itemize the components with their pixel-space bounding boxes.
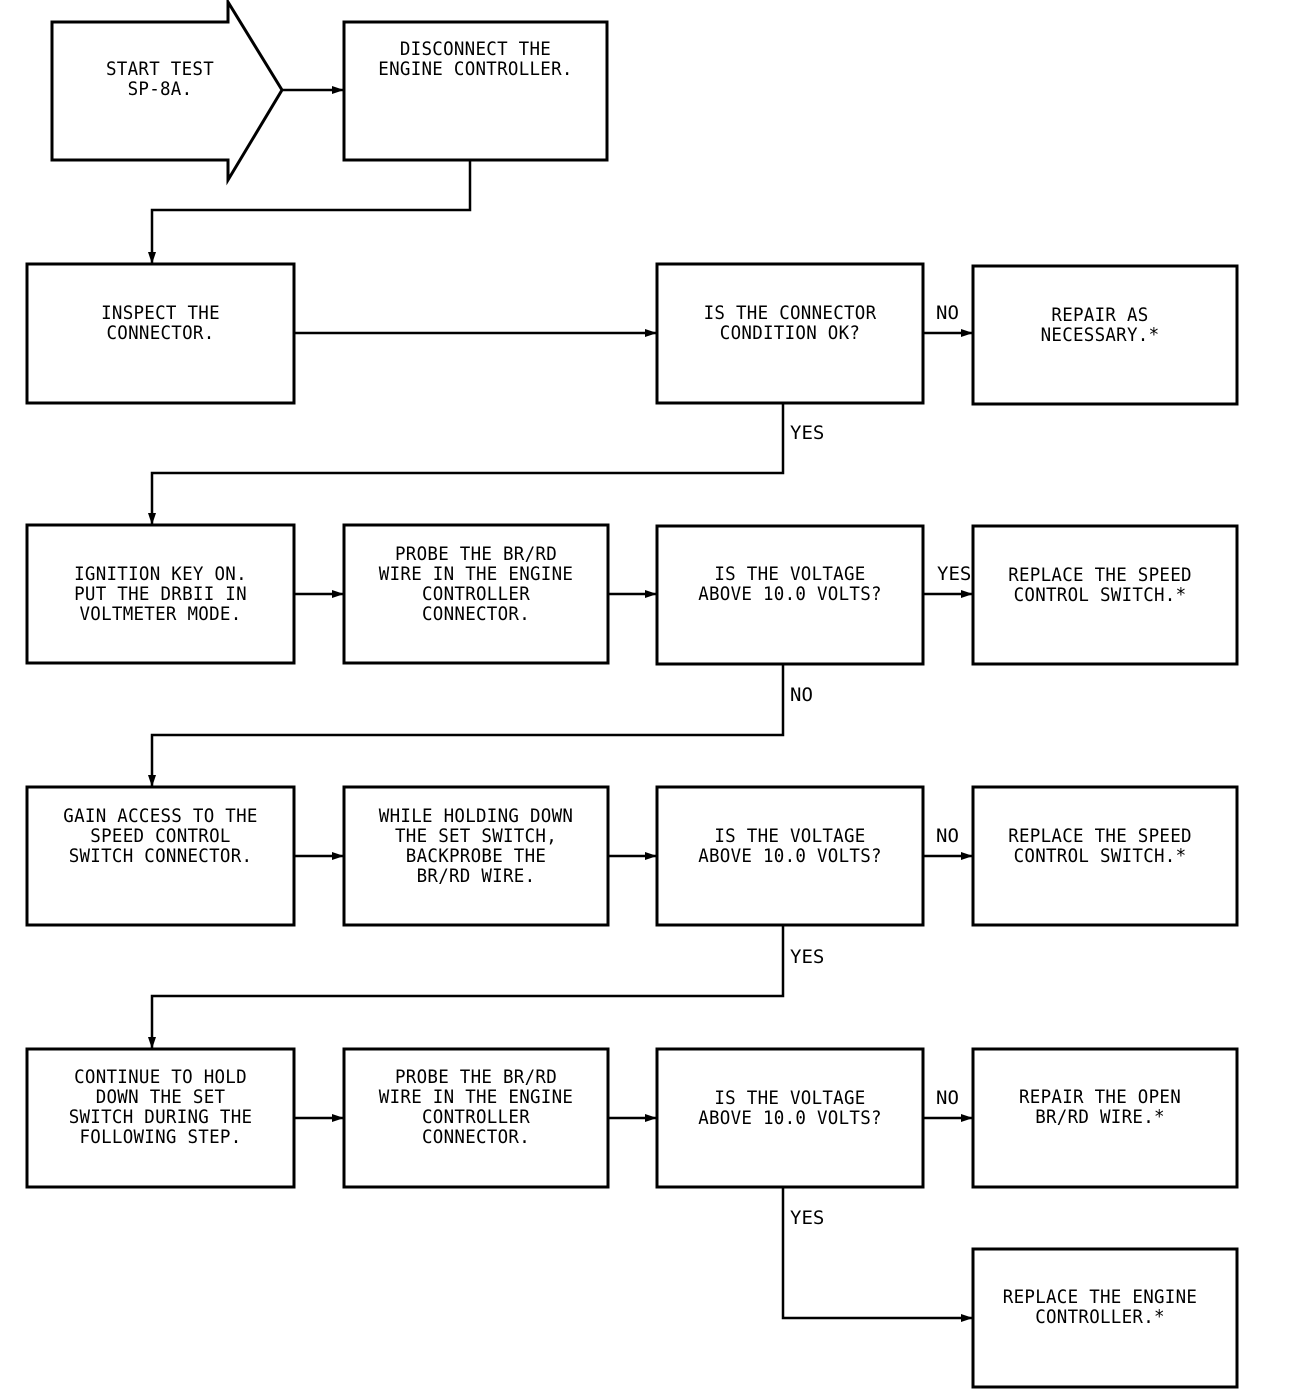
box-probe2: [342, 1047, 610, 1189]
node-inspect: INSPECT THE CONNECTOR.: [101, 302, 220, 344]
node-q-connector: IS THE CONNECTOR CONDITION OK?: [703, 302, 877, 344]
box-q-connector: [655, 262, 925, 405]
edge-label-q4-no: NO: [936, 1087, 959, 1109]
edge-label-q2-yes: YES: [937, 563, 972, 585]
edge-q-voltage2-yes: [148, 925, 785, 1049]
node-ignition: IGNITION KEY ON. PUT THE DRBII IN VOLTME…: [74, 563, 247, 625]
node-probe1: PROBE THE BR/RD WIRE IN THE ENGINE CONTR…: [378, 543, 574, 625]
start-arrow-shape: [50, 0, 284, 186]
edge-label-q4-yes: YES: [790, 1207, 825, 1229]
box-ignition: [25, 523, 296, 665]
edge-label-q1-no: NO: [936, 302, 959, 324]
box-replace-controller: [971, 1247, 1239, 1389]
box-inspect: [25, 262, 296, 405]
node-replace-controller: REPLACE THE ENGINE CONTROLLER.*: [1002, 1286, 1198, 1328]
edge-q-connector-yes: [148, 403, 785, 525]
node-q-voltage2: IS THE VOLTAGE ABOVE 10.0 VOLTS?: [698, 825, 882, 867]
edge-label-q3-yes: YES: [790, 946, 825, 968]
node-disconnect: DISCONNECT THE ENGINE CONTROLLER.: [378, 38, 573, 80]
edge-label-q1-yes: YES: [790, 422, 825, 444]
box-q-voltage3: [655, 1047, 925, 1189]
box-repair-open: [971, 1047, 1239, 1189]
node-while-holding: WHILE HOLDING DOWN THE SET SWITCH, BACKP…: [378, 805, 574, 887]
box-replace-switch1: [971, 524, 1239, 666]
node-gain-access: GAIN ACCESS TO THE SPEED CONTROL SWITCH …: [63, 805, 258, 867]
node-replace-switch2: REPLACE THE SPEED CONTROL SWITCH.*: [1008, 825, 1192, 867]
edge-disconnect-to-inspect: [148, 160, 472, 264]
edge-label-q3-no: NO: [936, 825, 959, 847]
box-continue-hold: [25, 1047, 296, 1189]
edge-q-voltage3-yes: [781, 1187, 973, 1322]
box-q-voltage1: [655, 524, 925, 666]
edge-q-voltage1-no: [148, 664, 785, 787]
edge-label-q2-no: NO: [790, 684, 813, 706]
box-disconnect: [342, 20, 609, 162]
node-q-voltage1: IS THE VOLTAGE ABOVE 10.0 VOLTS?: [698, 563, 882, 605]
node-probe2: PROBE THE BR/RD WIRE IN THE ENGINE CONTR…: [378, 1066, 574, 1148]
box-repair-necessary: [971, 264, 1239, 406]
node-q-voltage3: IS THE VOLTAGE ABOVE 10.0 VOLTS?: [698, 1087, 882, 1129]
node-start: START TEST SP-8A.: [105, 58, 214, 100]
box-replace-switch2: [971, 785, 1239, 927]
box-while-holding: [342, 785, 610, 927]
node-repair-open: REPAIR THE OPEN BR/RD WIRE.*: [1018, 1086, 1182, 1128]
node-continue-hold: CONTINUE TO HOLD DOWN THE SET SWITCH DUR…: [68, 1066, 253, 1148]
box-probe1: [342, 523, 610, 665]
node-repair-necessary: REPAIR AS NECESSARY.*: [1040, 304, 1160, 346]
node-replace-switch1: REPLACE THE SPEED CONTROL SWITCH.*: [1008, 564, 1192, 606]
